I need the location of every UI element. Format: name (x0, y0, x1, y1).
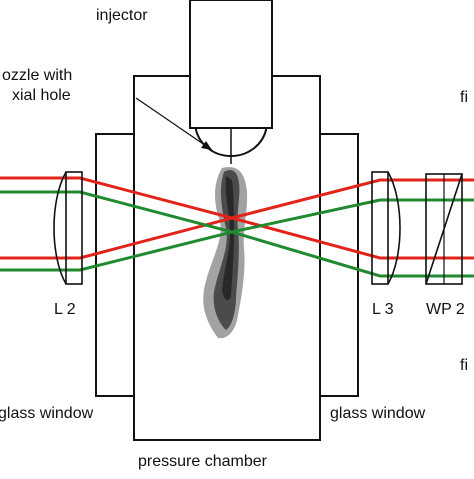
nozzle-pointer-head (201, 141, 212, 150)
beam-green-lower (0, 230, 474, 278)
waveplate-wp2 (425, 173, 463, 285)
right-bottom-label: fi (460, 357, 468, 374)
glass-window-right-label: glass window (330, 405, 426, 422)
nozzle-label-line1: ozzle with (2, 67, 72, 84)
lens-l2 (53, 171, 83, 285)
injector-body (189, 0, 273, 129)
waveplate-label: WP 2 (426, 301, 465, 318)
beam-red-lower (0, 216, 474, 260)
lens-l2-label: L 2 (54, 301, 76, 318)
pressure-chamber-label: pressure chamber (138, 453, 268, 470)
lens-l3-label: L 3 (372, 301, 394, 318)
spray-plume (203, 166, 248, 339)
injector-label: injector (96, 7, 148, 24)
nozzle-label-line2: xial hole (12, 87, 71, 104)
nozzle-pointer-line (135, 97, 213, 151)
right-top-label: fi (460, 89, 468, 106)
glass-window-left-label: glass window (0, 405, 94, 422)
lens-l3 (371, 171, 401, 285)
